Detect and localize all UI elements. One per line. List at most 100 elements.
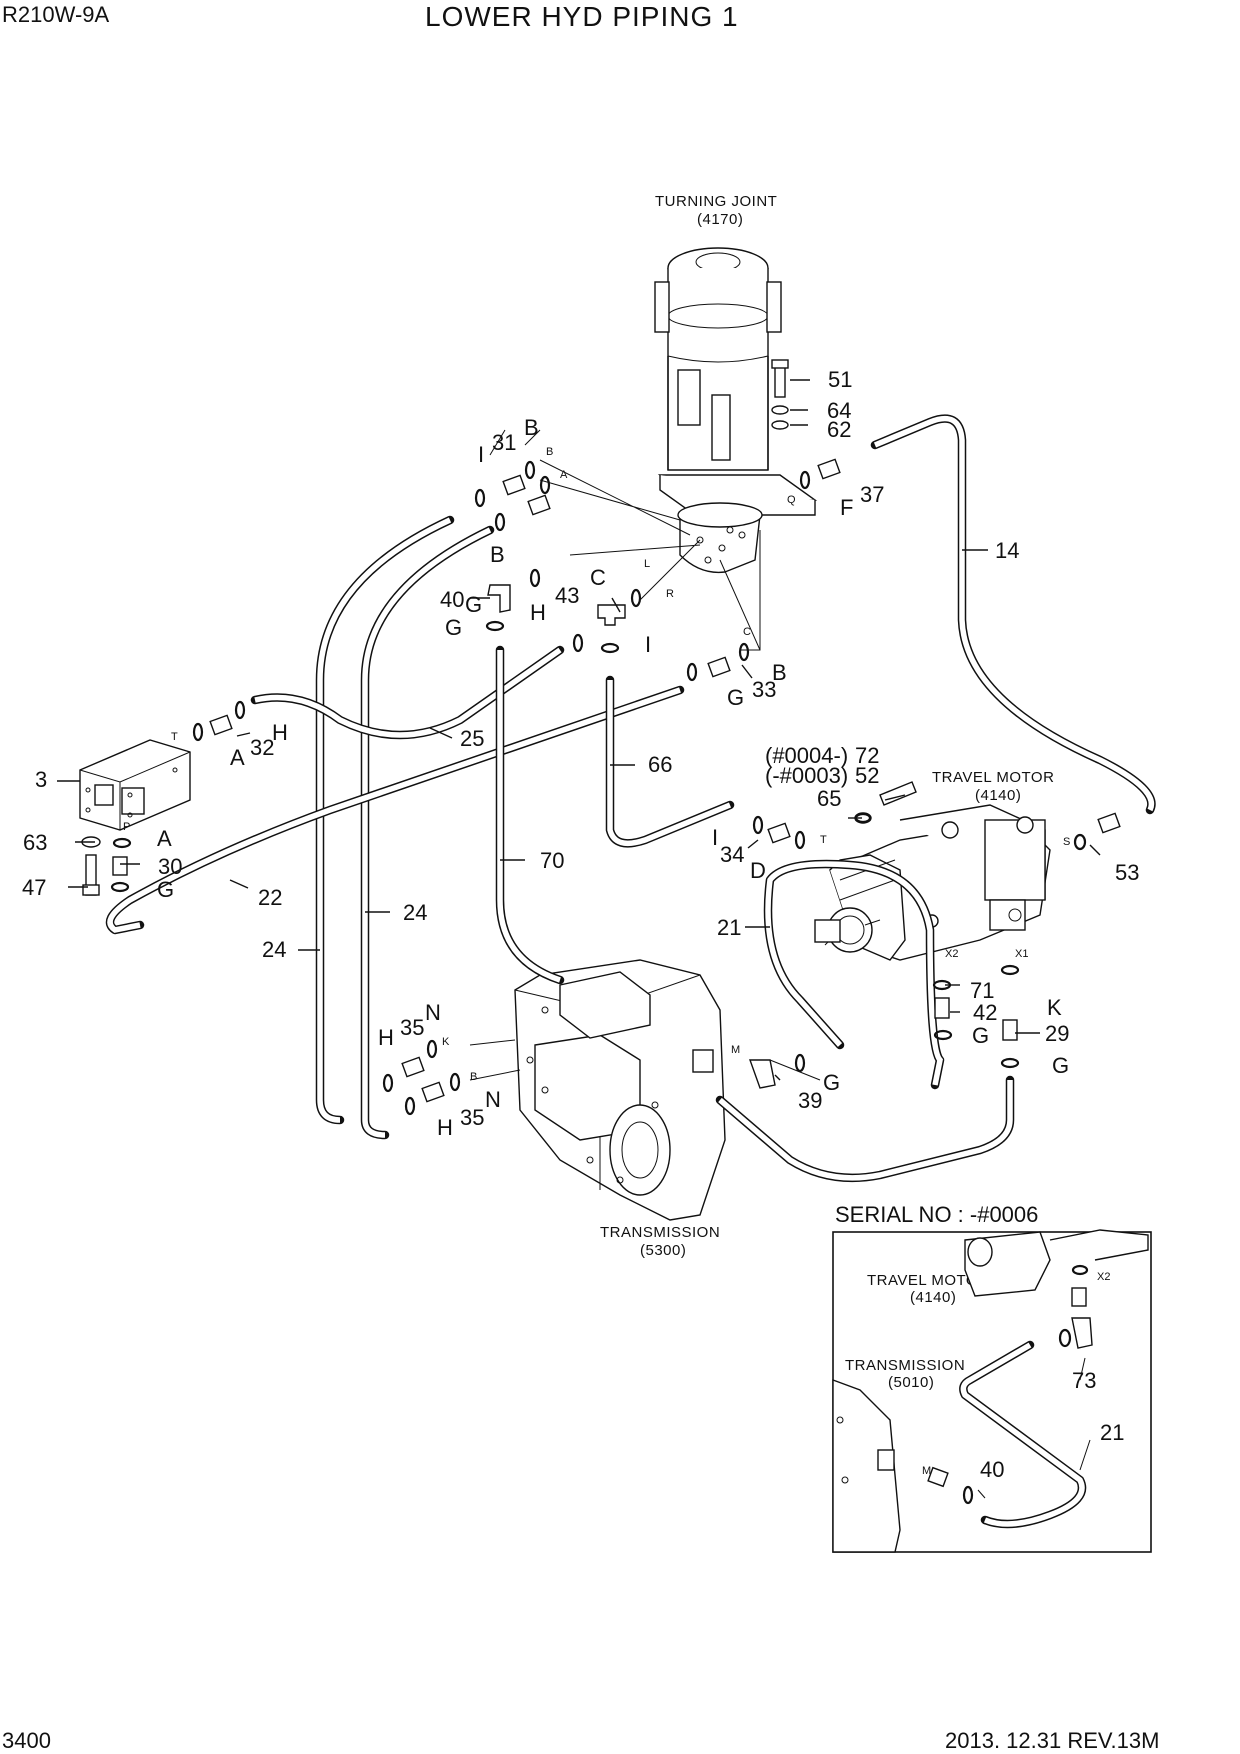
hoses	[105, 414, 1156, 1183]
seal-b-1: B	[524, 415, 539, 440]
model-label: R210W-9A	[2, 2, 110, 27]
transmission-drawing: TRANSMISSION (5300)	[514, 959, 726, 1259]
seal-c: C	[590, 565, 606, 590]
callout-33: 33	[752, 677, 776, 702]
seal-h-4: H	[437, 1115, 453, 1140]
inset-port-m: M	[922, 1465, 931, 1477]
seal-g-3: G	[157, 877, 174, 902]
seal-i-1: I	[478, 442, 484, 467]
inset-callout-21: 21	[1100, 1420, 1124, 1445]
seal-g-4: G	[972, 1023, 989, 1048]
callout-34: 34	[720, 842, 744, 867]
port-letters: T P B A L R C Q T S X2 X1 K B M	[123, 446, 1070, 1083]
port-s-motor: S	[1063, 836, 1070, 848]
callout-24a: 24	[262, 937, 286, 962]
transmission-name: TRANSMISSION	[600, 1224, 720, 1241]
port-x2-motor: X2	[945, 948, 958, 960]
inset-port-x2: X2	[1097, 1271, 1110, 1283]
inset-callout-40: 40	[980, 1457, 1004, 1482]
serial-note-74: (#0004-)	[765, 743, 848, 768]
turning-joint-code: (4170)	[697, 211, 743, 228]
port-t-valve: T	[171, 731, 178, 743]
seal-f: F	[840, 495, 853, 520]
fittings	[209, 458, 1121, 1103]
callout-21: 21	[717, 915, 741, 940]
seal-b-3: B	[772, 660, 787, 685]
diagram-title: LOWER HYD PIPING 1	[425, 1, 739, 32]
port-a-joint: A	[560, 469, 568, 481]
serial-inset: SERIAL NO : -#0006 TRAVEL MOTOR (4140) T…	[832, 1202, 1152, 1553]
seal-n-1: N	[425, 1000, 441, 1025]
inset-motor-code: (4140)	[910, 1289, 956, 1306]
port-m-trans: M	[731, 1044, 740, 1056]
callout-25: 25	[460, 726, 484, 751]
inset-motor-name: TRAVEL MOTOR	[867, 1272, 989, 1289]
revision-label: 2013. 12.31 REV.13M	[945, 1728, 1159, 1753]
seal-g-5: G	[1052, 1053, 1069, 1078]
seal-a-2: A	[157, 826, 172, 851]
o-rings	[110, 460, 1087, 1116]
callout-14: 14	[995, 538, 1019, 563]
travel-motor-code: (4140)	[975, 787, 1021, 804]
callout-42: 40	[440, 587, 464, 612]
port-p-valve: P	[123, 821, 130, 833]
callout-3: 3	[35, 767, 47, 792]
callout-64: 63	[23, 830, 47, 855]
callout-47: 43	[555, 583, 579, 608]
seal-b-2: B	[490, 542, 505, 567]
seal-g-7: G	[465, 592, 482, 617]
callout-30: 30	[158, 854, 182, 879]
port-x1-motor: X1	[1015, 948, 1028, 960]
port-t-motor: T	[820, 834, 827, 846]
inset-callout-73: 73	[1072, 1368, 1096, 1393]
seal-i-3: I	[712, 825, 718, 850]
travel-motor-drawing: TRAVEL MOTOR (4140)	[814, 769, 1054, 961]
callout-65: 64	[827, 398, 851, 423]
callout-37: 37	[860, 482, 884, 507]
port-k-trans: K	[442, 1036, 450, 1048]
port-b-trans: B	[470, 1071, 477, 1083]
callout-53: 52	[855, 763, 879, 788]
seal-d: D	[750, 858, 766, 883]
seal-g-2: G	[727, 685, 744, 710]
turning-joint-name: TURNING JOINT	[655, 193, 777, 210]
callout-40: 39	[798, 1088, 822, 1113]
seal-h-3: H	[378, 1025, 394, 1050]
inset-title: SERIAL NO : -#0006	[835, 1202, 1038, 1227]
callout-32: 32	[250, 735, 274, 760]
serial-note-53: (-#0003)	[765, 763, 848, 788]
travel-motor-name: TRAVEL MOTOR	[932, 769, 1054, 786]
port-q-joint: Q	[787, 494, 796, 506]
seal-i-2: I	[645, 632, 651, 657]
seal-a-1: A	[230, 745, 245, 770]
callout-72: 71	[970, 978, 994, 1003]
callout-43: 42	[973, 1000, 997, 1025]
seal-g-6: G	[823, 1070, 840, 1095]
control-valve-drawing	[79, 739, 191, 896]
callout-35b: 35	[460, 1105, 484, 1130]
seal-g-1: G	[445, 615, 462, 640]
callout-24b: 24	[403, 900, 427, 925]
transmission-code: (5300)	[640, 1242, 686, 1259]
callout-numbers: 3 14 21 22 24 24 25 29 30 31 32 33 34 35…	[22, 367, 1139, 1130]
port-l-joint: L	[644, 558, 650, 570]
callout-62: 53	[1115, 860, 1139, 885]
page-number: 3400	[2, 1728, 51, 1753]
callout-52: 51	[828, 367, 852, 392]
seal-k: K	[1047, 995, 1062, 1020]
seal-h-1: H	[530, 600, 546, 625]
callout-22: 22	[258, 885, 282, 910]
leader-lines	[469, 429, 821, 1081]
callout-35a: 35	[400, 1015, 424, 1040]
callout-66: 65	[817, 786, 841, 811]
callout-71: 70	[540, 848, 564, 873]
inset-trans-code: (5010)	[888, 1374, 934, 1391]
callout-74: 72	[855, 743, 879, 768]
callout-31: 31	[492, 430, 516, 455]
inset-trans-name: TRANSMISSION	[845, 1357, 965, 1374]
port-b-joint: B	[546, 446, 553, 458]
callout-70: 66	[648, 752, 672, 777]
callout-leaders	[57, 379, 1101, 1081]
port-r-joint: R	[666, 588, 674, 600]
